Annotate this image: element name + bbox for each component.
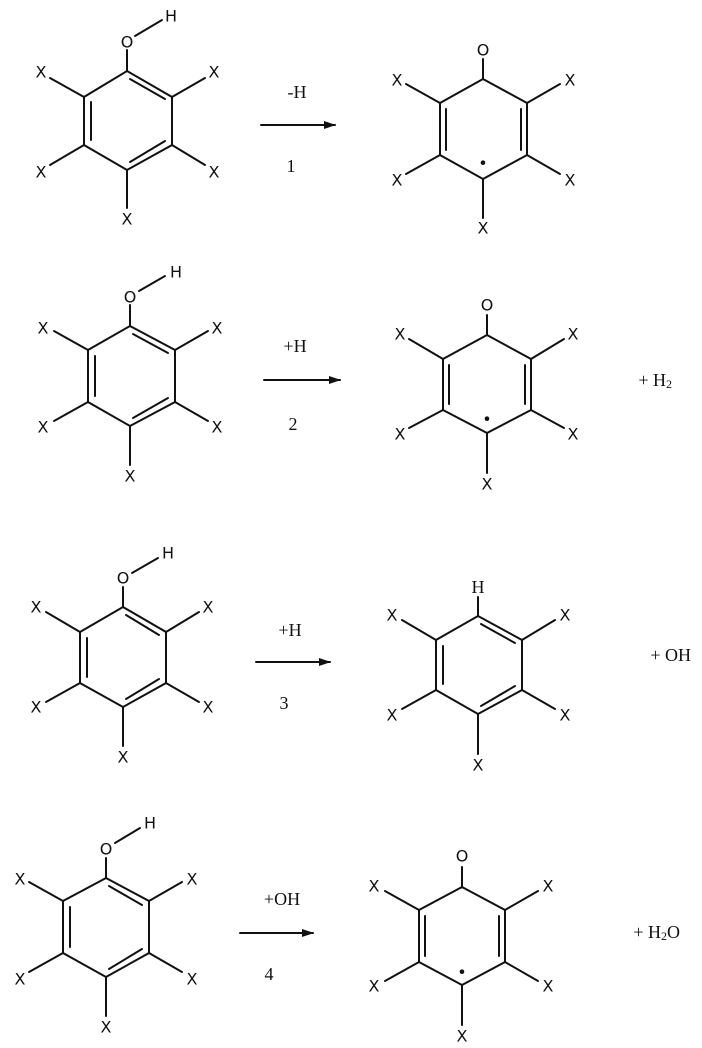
substituent-x: X xyxy=(395,325,406,344)
byproduct-h2: + H2 xyxy=(638,370,672,391)
substituent-x: X xyxy=(38,418,49,437)
substituent-x: X xyxy=(560,606,571,625)
reactant-phenol-4: O H X X X X X xyxy=(15,814,198,1037)
reaction-4: O H X X X X X +OH 4 O • X X X xyxy=(15,814,680,1046)
radical-dot: • xyxy=(482,410,491,429)
hydrogen-atom: H xyxy=(162,544,174,563)
substituent-x: X xyxy=(31,698,42,717)
substituent-x: X xyxy=(122,210,133,229)
byproduct-h2o: + H2O xyxy=(633,922,680,943)
hydrogen-atom: H xyxy=(472,577,485,597)
substituent-x: X xyxy=(565,71,576,90)
radical-dot: • xyxy=(478,154,487,173)
substituent-x: X xyxy=(118,748,129,767)
substituent-x: X xyxy=(125,467,136,486)
oxygen-atom: O xyxy=(117,569,130,588)
reaction-number: 2 xyxy=(289,414,298,434)
reaction-arrow-1: -H 1 xyxy=(260,82,336,176)
reagent-label: +OH xyxy=(264,889,300,909)
substituent-x: X xyxy=(482,475,493,494)
product-benzene-3: H X X X X X xyxy=(387,577,571,775)
substituent-x: X xyxy=(209,63,220,82)
substituent-x: X xyxy=(209,163,220,182)
product-radical-4: O • X X X X X xyxy=(369,847,554,1046)
substituent-x: X xyxy=(387,706,398,725)
hydrogen-atom: H xyxy=(170,263,182,282)
oxygen-atom: O xyxy=(100,840,113,859)
substituent-x: X xyxy=(203,598,214,617)
reactant-phenol-3: O H X X X X X xyxy=(31,544,214,767)
substituent-x: X xyxy=(543,977,554,996)
substituent-x: X xyxy=(395,425,406,444)
substituent-x: X xyxy=(187,870,198,889)
oxygen-atom: O xyxy=(477,41,490,60)
substituent-x: X xyxy=(565,171,576,190)
substituent-x: X xyxy=(369,977,380,996)
substituent-x: X xyxy=(457,1027,468,1046)
substituent-x: X xyxy=(473,756,484,775)
reaction-number: 1 xyxy=(287,156,296,176)
reactant-phenol-1: O H X X X X X xyxy=(36,7,220,229)
radical-dot: • xyxy=(457,963,466,982)
substituent-x: X xyxy=(478,219,489,238)
substituent-x: X xyxy=(543,877,554,896)
substituent-x: X xyxy=(212,418,223,437)
reaction-arrow-3: +H 3 xyxy=(255,620,331,713)
hydrogen-atom: H xyxy=(144,814,156,833)
substituent-x: X xyxy=(187,970,198,989)
substituent-x: X xyxy=(15,970,26,989)
substituent-x: X xyxy=(387,606,398,625)
substituent-x: X xyxy=(203,698,214,717)
product-radical-2: O • X X X X X xyxy=(395,296,579,494)
substituent-x: X xyxy=(392,71,403,90)
reagent-label: +H xyxy=(283,336,306,356)
product-radical-1: O • X X X X X xyxy=(392,41,576,238)
substituent-x: X xyxy=(560,706,571,725)
substituent-x: X xyxy=(101,1018,112,1037)
oxygen-atom: O xyxy=(456,847,469,866)
substituent-x: X xyxy=(392,171,403,190)
hydrogen-atom: H xyxy=(165,7,177,26)
reactant-phenol-2: O H X X X X X xyxy=(38,263,223,486)
substituent-x: X xyxy=(212,319,223,338)
reaction-3: O H X X X X X +H 3 H X X X xyxy=(31,544,691,775)
substituent-x: X xyxy=(36,163,47,182)
substituent-x: X xyxy=(369,877,380,896)
oxygen-atom: O xyxy=(121,33,134,52)
reaction-number: 4 xyxy=(265,964,274,984)
substituent-x: X xyxy=(31,598,42,617)
substituent-x: X xyxy=(15,870,26,889)
reaction-arrow-2: +H 2 xyxy=(263,336,341,434)
reagent-label: -H xyxy=(288,82,307,102)
substituent-x: X xyxy=(38,319,49,338)
oxygen-atom: O xyxy=(124,288,137,307)
oxygen-atom: O xyxy=(481,296,494,315)
reaction-2: O H X X X X X +H 2 O • X X X xyxy=(38,263,672,494)
substituent-x: X xyxy=(568,425,579,444)
substituent-x: X xyxy=(36,63,47,82)
reaction-1: O H X X X X X -H 1 O • X X X xyxy=(36,7,576,238)
substituent-x: X xyxy=(568,325,579,344)
reaction-arrow-4: +OH 4 xyxy=(239,889,314,984)
byproduct-oh: + OH xyxy=(650,645,691,665)
reaction-number: 3 xyxy=(280,693,289,713)
reagent-label: +H xyxy=(278,620,301,640)
